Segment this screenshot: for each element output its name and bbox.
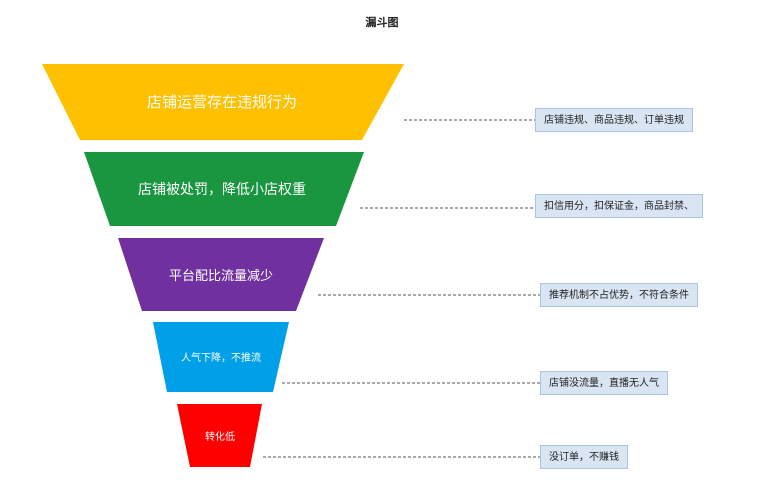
funnel-stage-5	[177, 404, 262, 467]
note-box-5: 没订单，不赚钱	[540, 445, 628, 469]
funnel-stage-5-label: 转化低	[205, 430, 235, 443]
note-box-4: 店铺没流量，直播无人气	[540, 371, 668, 395]
funnel-stage-4	[153, 322, 289, 392]
funnel-stage-1-label: 店铺运营存在违规行为	[147, 93, 297, 111]
diagram-title: 漏斗图	[365, 16, 399, 29]
note-box-3: 推荐机制不占优势，不符合条件	[540, 283, 698, 307]
note-box-2: 扣信用分，扣保证金，商品封禁、	[535, 194, 703, 218]
note-box-1: 店铺违规、商品违规、订单违规	[535, 108, 693, 132]
funnel-stage-3	[118, 238, 324, 311]
funnel-stage-4-label: 人气下降，不推流	[181, 351, 261, 364]
funnel-stage-2-label: 店铺被处罚，降低小店权重	[138, 182, 306, 198]
funnel-stage-3-label: 平台配比流量减少	[169, 269, 273, 284]
funnel-stage-2	[84, 152, 364, 226]
funnel-stage-1	[42, 64, 404, 140]
